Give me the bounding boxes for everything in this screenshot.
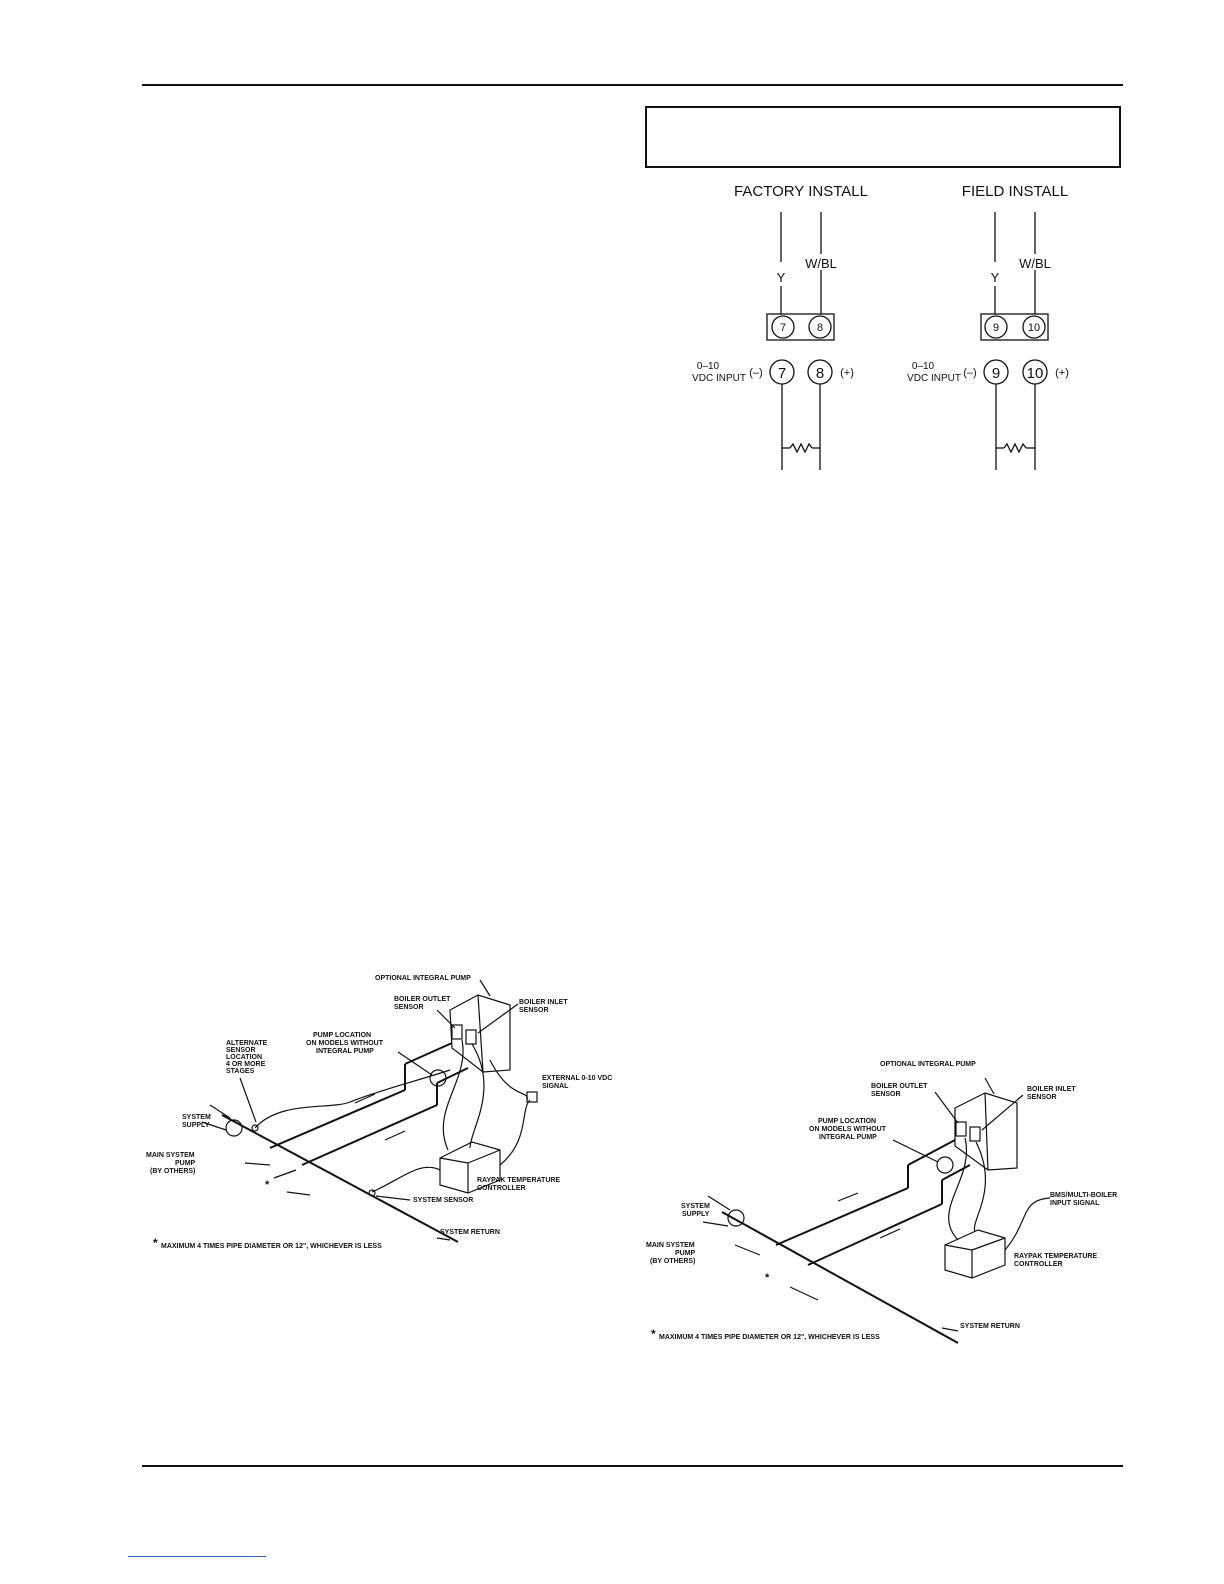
factory-install-heading: FACTORY INSTALL [734, 183, 868, 200]
factory-terminal-top-left: 7 [780, 322, 786, 334]
left-alternate-label-2: SENSOR [226, 1047, 256, 1054]
left-alternate-label-5: STAGES [226, 1068, 255, 1075]
factory-terminal-top-right: 8 [817, 322, 823, 334]
right-bms-label-2: INPUT SIGNAL [1050, 1200, 1100, 1207]
right-inlet-sensor-label-1: BOILER INLET [1027, 1086, 1076, 1093]
left-main-pump-label-3: (BY OTHERS) [150, 1168, 195, 1175]
right-pump-location-label-2: ON MODELS WITHOUT [809, 1126, 887, 1133]
right-asterisk: * [765, 1272, 770, 1284]
left-note-asterisk: * [153, 1236, 158, 1250]
right-main-pump-label-1: MAIN SYSTEM [646, 1242, 695, 1249]
left-external-signal-label-1: EXTERNAL 0-10 VDC [542, 1075, 612, 1082]
right-pump-location-label-3: INTEGRAL PUMP [819, 1134, 877, 1141]
left-system-sensor-label: SYSTEM SENSOR [413, 1197, 473, 1204]
right-outlet-sensor-label-2: SENSOR [871, 1091, 901, 1098]
left-outlet-sensor-label-1: BOILER OUTLET [394, 996, 451, 1003]
left-pump-location-label-1: PUMP LOCATION [313, 1032, 371, 1039]
left-system-supply-label-1: SYSTEM [182, 1114, 211, 1121]
factory-wire-wbl-label: W/BL [805, 256, 837, 271]
empty-caption-box [645, 106, 1121, 168]
field-input-label-range: 0–10 [912, 361, 935, 372]
field-wire-y-label: Y [991, 270, 1000, 285]
left-controller-label-1: RAYPAK TEMPERATURE [477, 1177, 560, 1184]
factory-terminal-right: 8 [816, 365, 824, 382]
factory-positive-label: (+) [840, 367, 854, 379]
right-controller-label-2: CONTROLLER [1014, 1261, 1063, 1268]
left-outlet-sensor-label-2: SENSOR [394, 1004, 424, 1011]
factory-wire-y-label: Y [777, 270, 786, 285]
left-pump-location-label-2: ON MODELS WITHOUT [306, 1040, 384, 1047]
left-note: MAXIMUM 4 TIMES PIPE DIAMETER OR 12", WH… [161, 1243, 382, 1250]
wiring-diagram: FACTORY INSTALL Y W/BL 7 8 0–10 VDC INPU… [692, 183, 1069, 470]
right-main-pump-label-2: PUMP [675, 1250, 696, 1257]
footer-link-underline[interactable] [128, 1556, 266, 1557]
left-external-signal-label-2: SIGNAL [542, 1083, 569, 1090]
field-terminal-right: 10 [1027, 365, 1044, 382]
left-inlet-sensor-label-1: BOILER INLET [519, 999, 568, 1006]
right-controller-label-1: RAYPAK TEMPERATURE [1014, 1253, 1097, 1260]
field-terminal-left: 9 [992, 365, 1000, 382]
factory-input-label: VDC INPUT [692, 373, 746, 384]
left-alternate-label-1: ALTERNATE [226, 1040, 268, 1047]
right-system-supply-label-2: SUPPLY [682, 1211, 710, 1218]
left-main-pump-label-1: MAIN SYSTEM [146, 1152, 195, 1159]
left-main-pump-label-2: PUMP [175, 1160, 196, 1167]
top-rule [142, 84, 1123, 86]
left-controller-label-2: CONTROLLER [477, 1185, 526, 1192]
factory-input-label-range: 0–10 [697, 361, 720, 372]
field-wire-wbl-label: W/BL [1019, 256, 1051, 271]
field-terminal-top-right: 10 [1028, 322, 1040, 334]
left-alternate-label-4: 4 OR MORE [226, 1061, 266, 1068]
right-outlet-sensor-label-1: BOILER OUTLET [871, 1083, 928, 1090]
right-pump-location-label-1: PUMP LOCATION [818, 1118, 876, 1125]
right-optional-pump-label: OPTIONAL INTEGRAL PUMP [880, 1061, 976, 1068]
left-system-return-label: SYSTEM RETURN [440, 1229, 500, 1236]
factory-terminal-left: 7 [778, 365, 786, 382]
right-system-supply-label-1: SYSTEM [681, 1203, 710, 1210]
field-terminal-top-left: 9 [993, 322, 999, 334]
piping-diagram-left: OPTIONAL INTEGRAL PUMP BOILER OUTLET SEN… [146, 975, 612, 1250]
left-pump-location-label-3: INTEGRAL PUMP [316, 1048, 374, 1055]
field-negative-label: (–) [963, 367, 976, 379]
left-inlet-sensor-label-2: SENSOR [519, 1007, 549, 1014]
right-inlet-sensor-label-2: SENSOR [1027, 1094, 1057, 1101]
field-positive-label: (+) [1055, 367, 1069, 379]
right-bms-label-1: BMS/MULTI-BOILER [1050, 1192, 1117, 1199]
left-optional-pump-label: OPTIONAL INTEGRAL PUMP [375, 975, 471, 982]
right-system-return-label: SYSTEM RETURN [960, 1323, 1020, 1330]
left-alternate-label-3: LOCATION [226, 1054, 262, 1061]
field-install-heading: FIELD INSTALL [962, 183, 1068, 200]
field-input-label: VDC INPUT [907, 373, 961, 384]
left-asterisk: * [265, 1179, 270, 1191]
right-note-asterisk: * [651, 1327, 656, 1341]
left-system-supply-label-2: SUPPLY [182, 1122, 210, 1129]
factory-negative-label: (–) [749, 367, 762, 379]
piping-diagram-right: OPTIONAL INTEGRAL PUMP BOILER OUTLET SEN… [646, 1061, 1117, 1344]
right-note: MAXIMUM 4 TIMES PIPE DIAMETER OR 12", WH… [659, 1334, 880, 1341]
right-main-pump-label-3: (BY OTHERS) [650, 1258, 695, 1265]
bottom-rule [142, 1465, 1123, 1467]
